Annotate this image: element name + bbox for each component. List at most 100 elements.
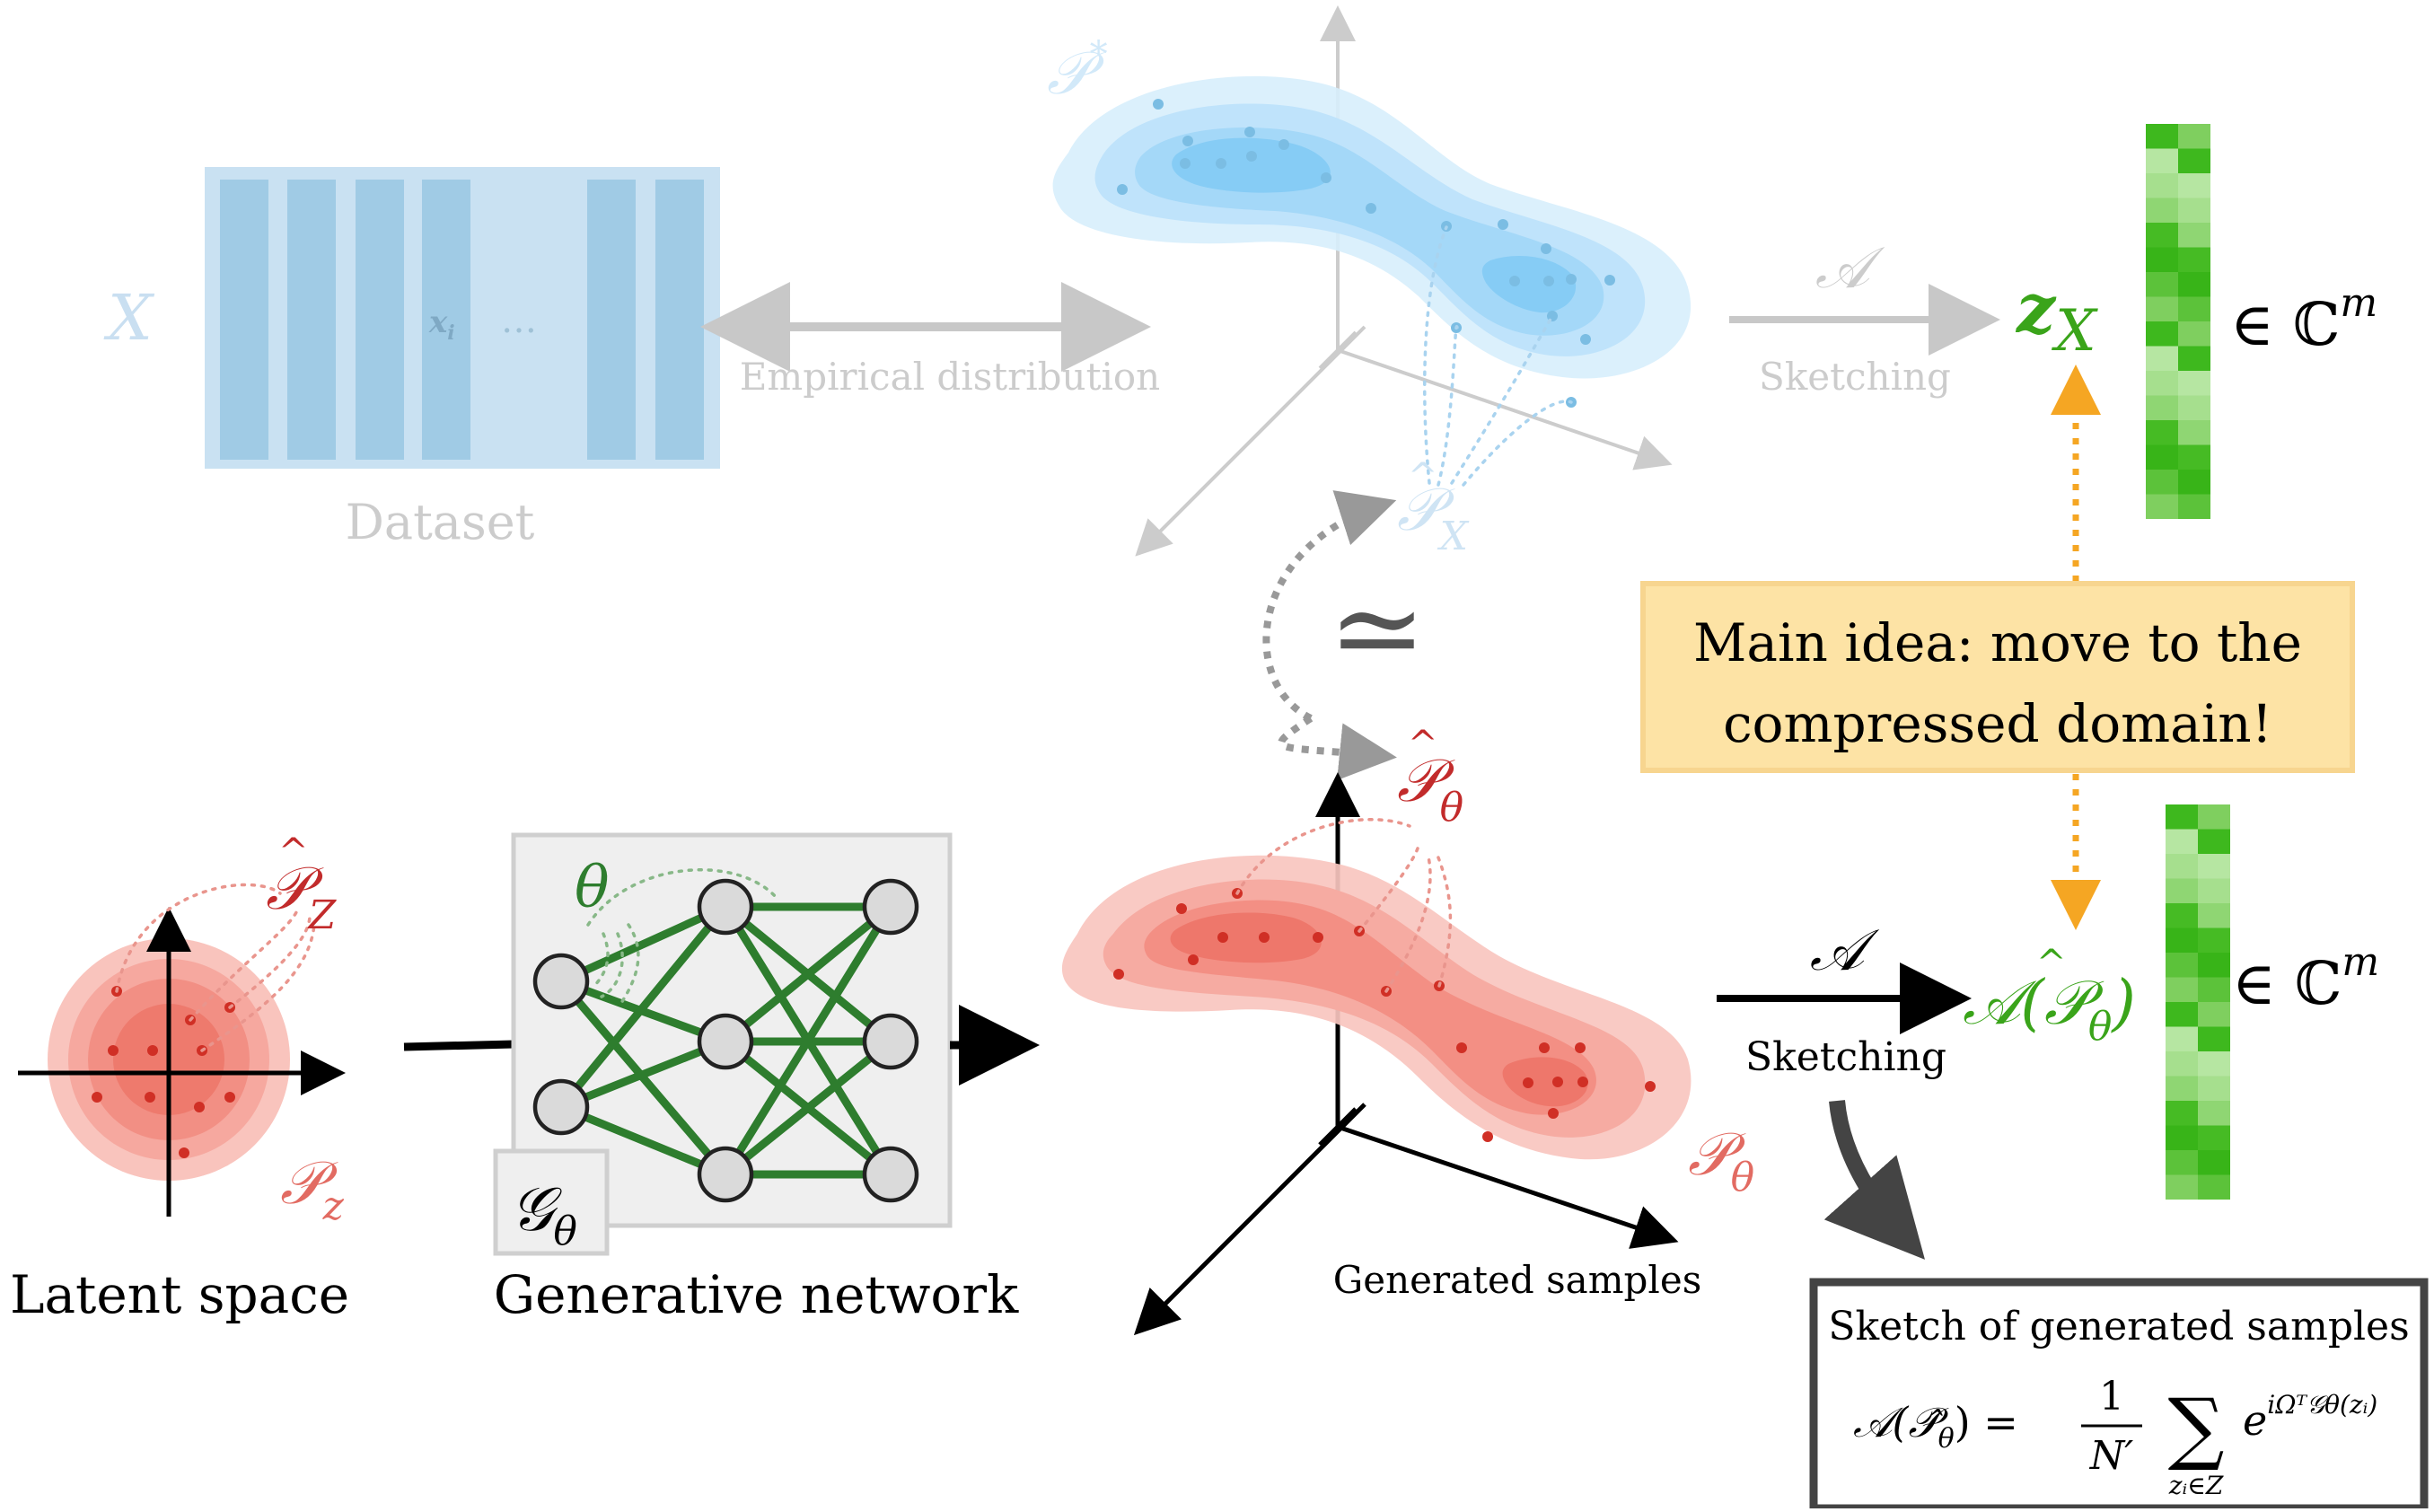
latent-distribution-symbol: 𝒫z xyxy=(280,1148,345,1229)
latent-space-label: Latent space xyxy=(10,1264,349,1325)
sketch-vector-cell xyxy=(2166,1051,2198,1077)
sketch-vector-cell xyxy=(2198,804,2230,830)
sketch-vector-cell xyxy=(2166,927,2198,953)
neuron xyxy=(697,1146,754,1203)
sketch-vector-cell xyxy=(2146,470,2178,495)
dataset-column xyxy=(287,180,336,460)
neuron xyxy=(697,878,754,936)
sketch-vector-cell xyxy=(2146,321,2178,347)
dataset-column xyxy=(422,180,470,460)
generated-distribution-cloud: 𝒫θ ^ 𝒫θ Generated samples xyxy=(1061,724,1754,1302)
sketch-formula-frac-num: 1 xyxy=(2099,1374,2124,1420)
sketch-vector-cell xyxy=(2166,804,2198,830)
generative-network-label: Generative network xyxy=(494,1264,1019,1325)
sketch-box-arrow xyxy=(1823,1100,1925,1260)
sketch-vector-cell xyxy=(2146,247,2178,272)
sketch-formula-sum-sub: zᵢ∈Z xyxy=(2168,1471,2224,1500)
sketch-vector-cell xyxy=(2146,223,2178,248)
sketch-vector-cell xyxy=(2178,124,2210,149)
sketch-vector-cell xyxy=(2178,296,2210,321)
sketch-vector-cell xyxy=(2166,1026,2198,1051)
neuron xyxy=(862,878,919,936)
sketching-bottom-label: Sketching xyxy=(1745,1034,1946,1080)
sketch-vector-cell xyxy=(2198,1101,2230,1126)
sketch-vector-cell xyxy=(2178,223,2210,248)
sketch-operator-top: 𝒜 xyxy=(1815,235,1885,302)
generated-distribution-symbol: 𝒫θ xyxy=(1688,1120,1754,1200)
sketch-vector-cell xyxy=(2178,470,2210,495)
sketch-vector-cell xyxy=(2166,953,2198,978)
sketch-vector-cell xyxy=(2198,927,2230,953)
sketch-vector-cell xyxy=(2198,1076,2230,1101)
dataset-column xyxy=(220,180,268,460)
dataset-ellipsis: … xyxy=(501,300,537,341)
sketch-vector-cell xyxy=(2178,198,2210,223)
sketch-vector-cell xyxy=(2178,494,2210,519)
sketching-top-label: Sketching xyxy=(1759,355,1951,399)
sketch-vector-cell xyxy=(2146,173,2178,198)
sketch-vector-cell xyxy=(2198,903,2230,928)
sketch-vector-cell xyxy=(2178,371,2210,396)
sketch-vector-cell xyxy=(2178,395,2210,420)
generated-sketch-vector xyxy=(2166,804,2230,1200)
dataset-sample-xi: xi xyxy=(428,304,455,345)
generative-network: θ 𝒢θ Generative network xyxy=(493,832,1019,1325)
generated-sketch-symbol: 𝒜(𝒫θ) xyxy=(1963,968,2136,1050)
sketch-vector-cell xyxy=(2146,296,2178,321)
neuron xyxy=(532,1078,590,1136)
true-distribution-cloud: 𝒫* xyxy=(1047,34,1691,408)
generator-symbol: 𝒢θ xyxy=(510,1174,577,1254)
empirical-hat-top: ^ xyxy=(1408,456,1438,497)
sketch-vector-cell xyxy=(2198,854,2230,879)
sketch-vector-cell xyxy=(2178,346,2210,371)
svg-text:^: ^ xyxy=(2036,943,2067,984)
sketch-vector-cell xyxy=(2146,272,2178,297)
dataset-symbol-X: X xyxy=(103,281,155,355)
sketch-formula-sum: ∑ xyxy=(2168,1381,2225,1473)
sketch-vector-cell xyxy=(2166,878,2198,903)
sketch-vector-cell xyxy=(2198,829,2230,854)
sketch-operator-bottom: 𝒜 xyxy=(1810,918,1880,984)
sketch-vector-cell xyxy=(2178,173,2210,198)
sketch-vector-cell xyxy=(2198,977,2230,1002)
sketch-vector-cell xyxy=(2198,878,2230,903)
sketch-vector-cell xyxy=(2166,1002,2198,1027)
neuron xyxy=(697,1013,754,1070)
sketching-bottom: 𝒜 Sketching xyxy=(1717,918,1972,1080)
dataset-label: Dataset xyxy=(346,494,535,550)
approx-symbol: ≃ xyxy=(1329,560,1427,697)
dataset-column xyxy=(356,180,404,460)
complex-space-bottom: ∈ ℂm xyxy=(2232,939,2379,1018)
complex-space-top: ∈ ℂm xyxy=(2230,280,2377,359)
sketch-vector-cell xyxy=(2198,1002,2230,1027)
sketch-vector-cell xyxy=(2178,321,2210,347)
sketch-vector-cell xyxy=(2198,1125,2230,1150)
sketch-formula-box: Sketch of generated samples 𝒜(𝒫̂θ) = 1 N… xyxy=(1809,1278,2429,1512)
parameters-theta: θ xyxy=(575,855,610,921)
sketch-vector-cell xyxy=(2166,1101,2198,1126)
true-distribution-label: 𝒫* xyxy=(1047,34,1108,108)
sketch-vector-cell xyxy=(2178,444,2210,470)
sketch-vector-cell xyxy=(2146,420,2178,445)
generated-samples-label: Generated samples xyxy=(1333,1258,1702,1302)
sketch-vector-cell xyxy=(2146,395,2178,420)
empirical-distribution-arrow: Empirical distribution xyxy=(700,282,1160,399)
sketch-formula-frac-den: N′ xyxy=(2089,1433,2134,1479)
sketch-vector-cell xyxy=(2146,198,2178,223)
sketch-vector-cell xyxy=(2166,1125,2198,1150)
sketch-vector-cell xyxy=(2146,346,2178,371)
sketch-vector-cell xyxy=(2198,1150,2230,1175)
sketch-box-title: Sketch of generated samples xyxy=(1828,1304,2409,1349)
sketch-vector-cell xyxy=(2166,1174,2198,1200)
top-3d-axes xyxy=(1135,5,1673,557)
latent-to-network-line xyxy=(403,1040,514,1051)
sketch-vector-cell xyxy=(2166,903,2198,928)
sketch-vector-cell xyxy=(2178,148,2210,173)
sketch-vector-cell xyxy=(2146,371,2178,396)
sketch-vector-cell xyxy=(2146,494,2178,519)
sketch-vector-cell xyxy=(2146,444,2178,470)
main-idea-line2: compressed domain! xyxy=(1723,693,2272,754)
sketch-vector-cell xyxy=(2178,247,2210,272)
neuron xyxy=(862,1146,919,1203)
